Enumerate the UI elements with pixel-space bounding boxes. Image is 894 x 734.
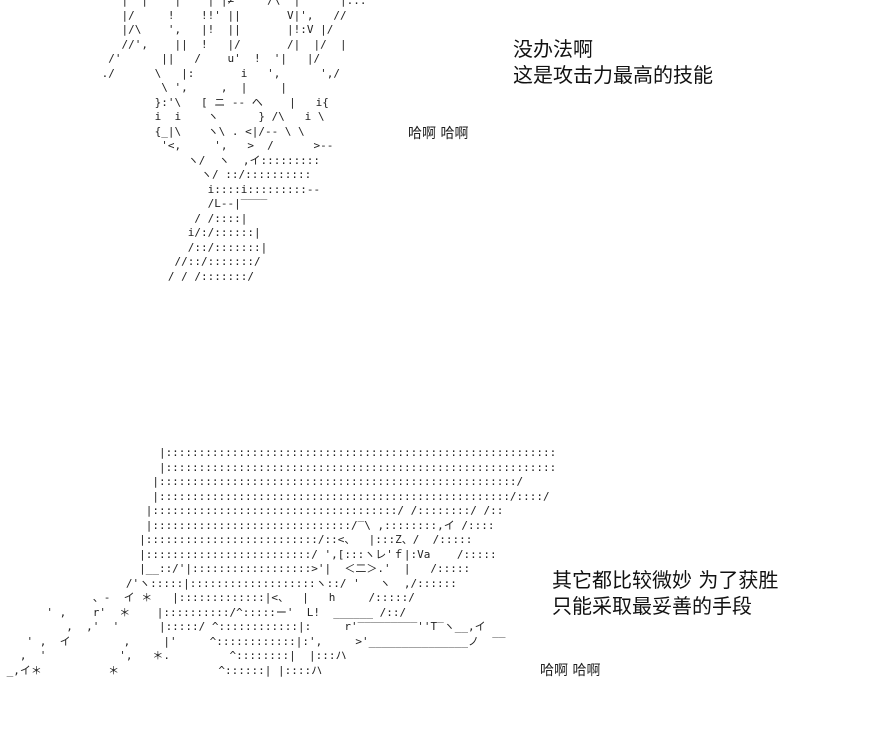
- ascii-art-top-figure: | | | | |≠ /\ | |::: |/ ! !!' || V|', //…: [101, 0, 367, 283]
- caption-top-line-1: 没办法啊: [513, 37, 593, 61]
- sound-effect-top: 哈啊 哈啊: [408, 126, 469, 142]
- caption-bottom-line-2: 只能采取最妥善的手段: [552, 594, 752, 618]
- sound-effect-bottom: 哈啊 哈啊: [540, 663, 601, 679]
- caption-top-line-2: 这是攻击力最高的技能: [513, 63, 713, 87]
- ascii-art-bottom-figure: |:::::::::::::::::::::::::::::::::::::::…: [6, 446, 557, 677]
- caption-bottom-line-1: 其它都比较微妙 为了获胜: [552, 568, 779, 592]
- caption-top: 没办法啊 这是攻击力最高的技能: [513, 36, 713, 88]
- caption-bottom: 其它都比较微妙 为了获胜 只能采取最妥善的手段: [552, 567, 778, 619]
